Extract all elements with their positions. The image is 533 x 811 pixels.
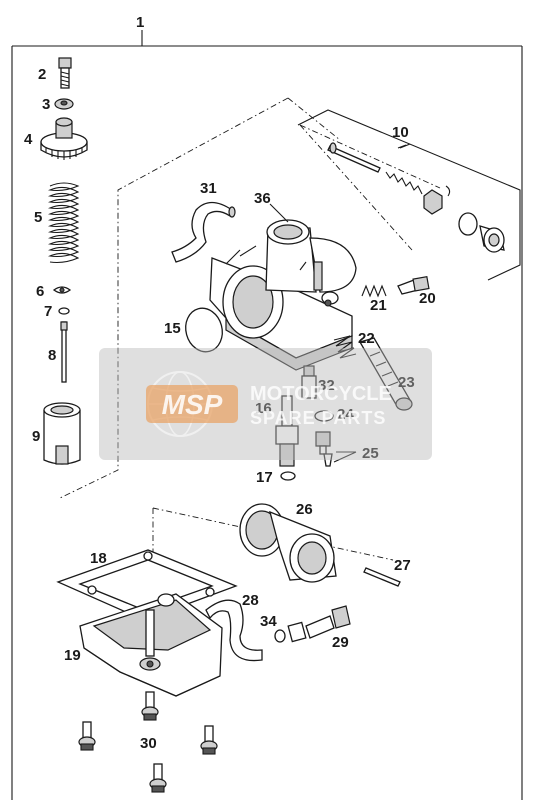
- part-28-overflow-hose: [205, 599, 263, 662]
- part-27-float-pin: [363, 567, 401, 587]
- label-16: 16: [255, 400, 272, 417]
- part-2-adjusting-screw: [58, 57, 72, 89]
- watermark-line2: SPARE PARTS: [250, 408, 386, 428]
- part-34-washer: [274, 629, 286, 643]
- part-32-main-jet: [301, 365, 317, 399]
- label-22: 22: [358, 330, 375, 347]
- part-10-starter-kit-box: [297, 109, 521, 281]
- carburetor-body: [209, 219, 357, 371]
- label-34: 34: [260, 613, 277, 630]
- part-26-float: [239, 503, 337, 583]
- part-24-washer: [314, 410, 334, 422]
- part-16-needle-jet: [275, 395, 299, 467]
- part-10-cap: [458, 212, 505, 253]
- part-22-spring: [333, 335, 357, 359]
- label-19: 19: [64, 647, 81, 664]
- part-3-nut: [54, 98, 74, 110]
- label-24: 24: [337, 406, 354, 423]
- label-1: 1: [136, 14, 144, 31]
- part-19-float-bowl: [79, 593, 223, 697]
- watermark: MSP MOTORCYCLE SPARE PARTS: [99, 348, 432, 460]
- part-labels: 1 2 3 4 5 6 7 8 9 10 15 16 17 18 19 20 2…: [24, 14, 436, 752]
- part-29-drain-screw: [287, 605, 351, 643]
- watermark-line1: MOTORCYCLE: [250, 383, 392, 405]
- label-23: 23: [398, 374, 415, 391]
- part-30-bowl-screws: [78, 691, 218, 793]
- label-5: 5: [34, 209, 42, 226]
- label-30: 30: [140, 735, 157, 752]
- part-17-washer: [280, 471, 296, 481]
- label-15: 15: [164, 320, 181, 337]
- label-18: 18: [90, 550, 107, 567]
- label-3: 3: [42, 96, 50, 113]
- label-8: 8: [48, 347, 56, 364]
- watermark-logo: MSP: [162, 389, 223, 420]
- part-10-nut: [423, 185, 451, 215]
- label-6: 6: [36, 283, 44, 300]
- label-10: 10: [392, 124, 409, 141]
- part-4-mixing-chamber-cap: [40, 117, 88, 160]
- part-8-jet-needle: [60, 321, 68, 383]
- label-25: 25: [362, 445, 379, 462]
- frame: [11, 30, 523, 800]
- label-20: 20: [419, 290, 436, 307]
- part-6-clip: [52, 286, 72, 294]
- part-25-float-needle-valve: [315, 431, 357, 467]
- label-4: 4: [24, 131, 33, 148]
- part-23-mixture-screw: [359, 337, 413, 411]
- label-2: 2: [38, 66, 46, 83]
- label-32: 32: [318, 377, 335, 394]
- label-27: 27: [394, 557, 411, 574]
- part-7-washer: [58, 307, 70, 315]
- part-21-spring: [361, 284, 387, 298]
- part-15-o-ring: [185, 307, 223, 353]
- part-31-vent-hose: [171, 201, 236, 263]
- label-7: 7: [44, 303, 52, 320]
- label-9: 9: [32, 428, 40, 445]
- callout-leaders: [397, 144, 407, 149]
- part-10-spring: [385, 171, 423, 195]
- label-21: 21: [370, 297, 387, 314]
- label-31: 31: [200, 180, 217, 197]
- part-36-slide-bore: [269, 203, 289, 223]
- label-28: 28: [242, 592, 259, 609]
- part-9-throttle-slide: [43, 402, 81, 465]
- part-20-idle-screw: [397, 276, 430, 295]
- label-29: 29: [332, 634, 349, 651]
- part-5-spring: [47, 182, 80, 264]
- label-17: 17: [256, 469, 273, 486]
- label-36: 36: [254, 190, 271, 207]
- label-26: 26: [296, 501, 313, 518]
- part-10-plunger: [327, 142, 381, 173]
